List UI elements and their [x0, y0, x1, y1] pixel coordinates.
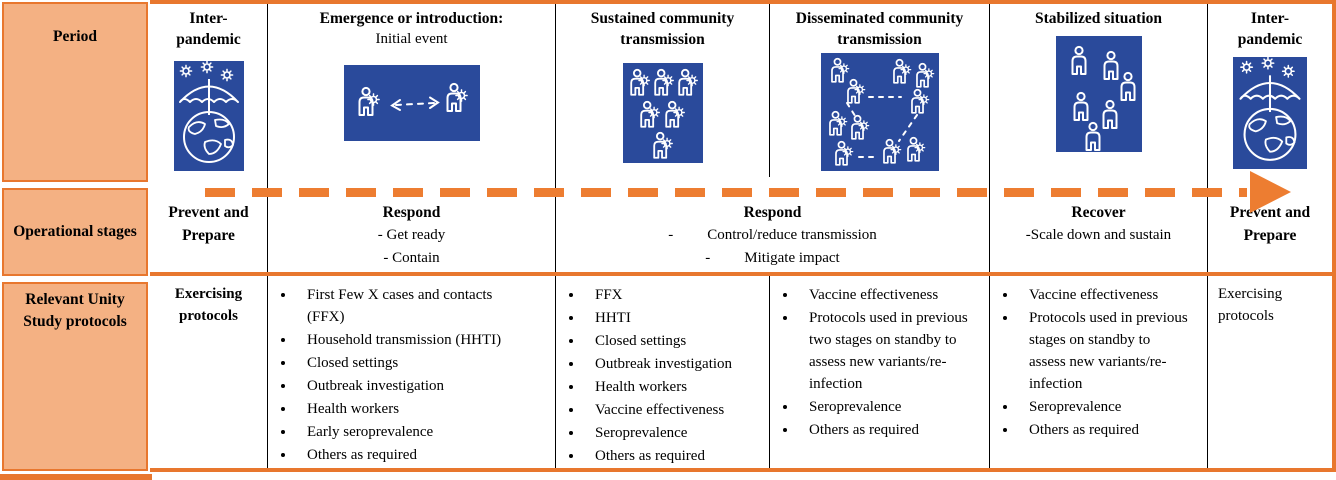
protocol-item: Early seroprevalence	[296, 421, 531, 443]
protocol-item: Household transmission (HHTI)	[296, 329, 531, 351]
period-title: Sustained community transmission	[590, 10, 735, 48]
stage-title: Prevent and Prepare	[168, 204, 249, 245]
protocol-item: Protocols used in previous stages on sta…	[1018, 307, 1189, 395]
timeline-dashed-arrow	[205, 188, 1247, 197]
period-subtitle: Initial event	[375, 30, 448, 47]
protocol-item: First Few X cases and contacts (FFX)	[296, 284, 531, 328]
protocol-item: Others as required	[296, 444, 531, 466]
period-title: Disseminated community transmission	[795, 10, 964, 48]
protocol-item: Vaccine effectiveness	[1018, 284, 1189, 306]
protocol-list: First Few X cases and contacts (FFX)Hous…	[268, 284, 549, 466]
protocol-item: Seroprevalence	[584, 422, 751, 444]
stage-title: Recover	[1071, 204, 1126, 222]
protocol-cell-disseminated: Vaccine effectivenessProtocols used in p…	[770, 276, 990, 468]
umbrella-globe-virus-icon	[173, 60, 244, 171]
protocol-item: Protocols used in previous two stages on…	[798, 307, 971, 395]
stage-cell-respond-initial: Respond - Get ready - Contain	[268, 177, 556, 272]
period-cell-interpandemic-left: Inter-pandemic	[150, 4, 268, 178]
stage-cell-prevent-left: Prevent and Prepare	[150, 177, 268, 272]
protocol-label: Exercising protocols	[1218, 286, 1283, 324]
stage-cell-respond-community: Respond - Control/reduce transmission - …	[556, 177, 990, 272]
period-cell-sustained: Sustained community transmission	[556, 4, 770, 178]
sidebar-label-period: Period	[2, 2, 148, 182]
protocol-label: Exercising protocols	[174, 286, 243, 324]
stage-item: - Get ready	[377, 227, 446, 244]
stage-title: Respond	[743, 204, 802, 222]
period-cell-stabilized: Stabilized situation	[990, 4, 1208, 178]
stage-title: Respond	[382, 204, 441, 222]
protocol-item: Vaccine effectiveness	[798, 284, 971, 306]
protocol-item: Health workers	[296, 398, 531, 420]
infected-cluster-icon	[622, 62, 703, 163]
dash-marker: -	[705, 250, 711, 267]
protocol-item: HHTI	[584, 307, 751, 329]
protocol-cell-stabilized: Vaccine effectivenessProtocols used in p…	[990, 276, 1208, 468]
stage-item: -Scale down and sustain	[1025, 227, 1172, 244]
person-to-person-transmission-icon	[343, 65, 480, 142]
protocol-item: Seroprevalence	[798, 396, 971, 418]
sidebar-next-row-strip	[0, 474, 152, 480]
period-title: Stabilized situation	[1034, 10, 1163, 27]
protocol-cell-emergence: First Few X cases and contacts (FFX)Hous…	[268, 276, 556, 468]
protocol-cell-exercising-left: Exercising protocols	[150, 276, 268, 468]
sidebar-label-text: Period	[53, 28, 97, 45]
protocol-item: FFX	[584, 284, 751, 306]
sidebar-label-text: Relevant Unity Study protocols	[23, 291, 127, 331]
protocol-item: Outbreak investigation	[296, 375, 531, 397]
protocol-item: Closed settings	[296, 352, 531, 374]
period-title: Emergence or introduction:	[319, 10, 504, 27]
protocol-cell-exercising-right: Exercising protocols	[1208, 276, 1332, 468]
protocol-item: Others as required	[584, 445, 751, 467]
stages-row: Prevent and Prepare Respond - Get ready …	[150, 177, 1332, 272]
protocol-item: Closed settings	[584, 330, 751, 352]
period-cell-disseminated: Disseminated community transmission	[770, 4, 990, 178]
sidebar-label-text: Operational stages	[13, 222, 137, 240]
protocols-row: Exercising protocols First Few X cases a…	[150, 272, 1332, 468]
stage-cell-recover: Recover -Scale down and sustain	[990, 177, 1208, 272]
period-row: Inter-pandemic Emergence or introduction…	[150, 4, 1332, 178]
spreading-clusters-icon	[820, 52, 939, 171]
sidebar-label-operational-stages: Operational stages	[2, 188, 148, 276]
period-cell-interpandemic-right: Inter-pandemic	[1208, 4, 1332, 177]
period-title: Inter-pandemic	[1237, 10, 1303, 48]
stage-item: - Contain	[383, 250, 440, 267]
stage-item: - Control/reduce transmission	[556, 224, 989, 247]
protocol-item: Outbreak investigation	[584, 353, 751, 375]
protocol-list: Vaccine effectivenessProtocols used in p…	[770, 284, 989, 441]
sidebar-label-protocols: Relevant Unity Study protocols	[2, 282, 148, 471]
protocol-list: FFXHHTIClosed settingsOutbreak investiga…	[556, 284, 769, 467]
protocol-list: Vaccine effectivenessProtocols used in p…	[990, 284, 1207, 441]
protocol-item: Health workers	[584, 376, 751, 398]
protocol-item: Seroprevalence	[1018, 396, 1189, 418]
protocol-cell-sustained: FFXHHTIClosed settingsOutbreak investiga…	[556, 276, 770, 468]
period-cell-emergence: Emergence or introduction: Initial event	[268, 4, 556, 178]
protocol-item: Others as required	[1018, 419, 1189, 441]
protocol-item: Vaccine effectiveness	[584, 399, 751, 421]
dash-marker: -	[668, 227, 674, 244]
stages-table: Inter-pandemic Emergence or introduction…	[150, 0, 1336, 472]
timeline-arrowhead-icon	[1250, 171, 1291, 213]
period-title: Inter-pandemic	[176, 10, 241, 48]
population-icon	[1055, 35, 1142, 152]
stage-item: - Mitigate impact	[556, 247, 989, 270]
umbrella-globe-virus-icon	[1233, 56, 1307, 169]
protocol-item: Others as required	[798, 419, 971, 441]
